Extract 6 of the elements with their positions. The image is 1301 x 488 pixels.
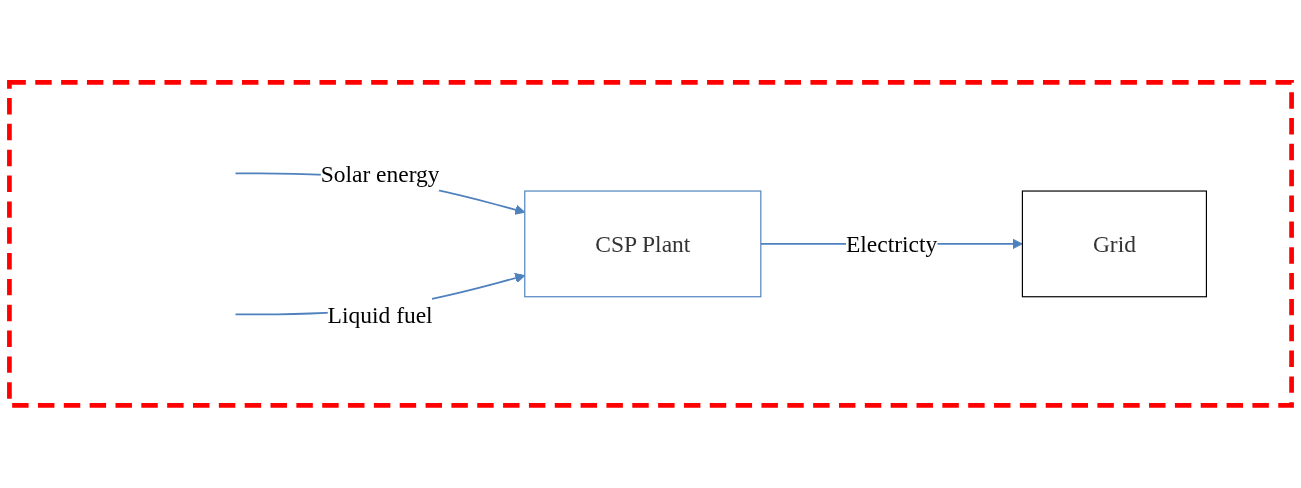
cluster [7, 80, 1294, 408]
edge-label: Electricty [845, 231, 938, 257]
edge-label: Solar energy [320, 160, 440, 187]
node-box: Grid [1021, 190, 1207, 298]
edge-label: Liquid fuel [327, 301, 433, 328]
node-box: CSP Plant [524, 190, 762, 298]
